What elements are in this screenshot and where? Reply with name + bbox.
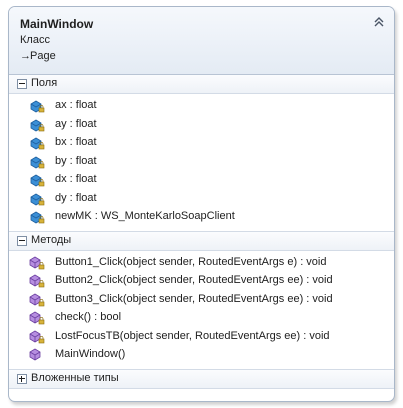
field-private-icon — [30, 156, 45, 168]
inheritance-arrow-icon: → — [20, 50, 31, 62]
field-item[interactable]: bx : float — [9, 134, 394, 153]
method-text: Button2_Click(object sender, RoutedEvent… — [55, 274, 333, 286]
method-text: check() : bool — [55, 311, 122, 323]
field-text: dy : float — [55, 191, 97, 204]
collapse-chevrons-icon[interactable] — [372, 15, 386, 29]
field-item[interactable]: dy : float — [9, 190, 394, 209]
collapse-toggle-icon[interactable] — [17, 235, 27, 246]
method-item[interactable]: Button3_Click(object sender, RoutedEvent… — [9, 291, 394, 310]
method-item[interactable]: LostFocusTB(object sender, RoutedEventAr… — [9, 328, 394, 347]
class-header[interactable]: MainWindow Класс →Page — [9, 7, 394, 75]
field-item[interactable]: dx : float — [9, 171, 394, 190]
method-private-icon — [29, 293, 45, 306]
field-item[interactable]: by : float — [9, 153, 394, 172]
expand-toggle-icon[interactable] — [17, 373, 27, 384]
field-item[interactable]: newMK : WS_MonteKarloSoapClient — [9, 208, 394, 227]
collapse-toggle-icon[interactable] — [17, 79, 27, 89]
method-text: LostFocusTB(object sender, RoutedEventAr… — [55, 329, 330, 342]
method-text: MainWindow() — [55, 348, 126, 360]
method-private-icon — [29, 274, 45, 288]
method-item[interactable]: Button2_Click(object sender, RoutedEvent… — [9, 272, 394, 291]
base-class-name: Page — [30, 50, 56, 62]
field-private-icon — [30, 100, 45, 113]
field-text: ax : float — [55, 99, 97, 111]
method-public-icon — [29, 348, 41, 361]
section-label: Поля — [31, 77, 58, 89]
method-text: Button1_Click(object sender, RoutedEvent… — [55, 255, 327, 268]
field-text: dx : float — [55, 173, 97, 185]
section-methods-header[interactable]: Методы — [9, 230, 394, 251]
method-text: Button3_Click(object sender, RoutedEvent… — [55, 292, 333, 305]
field-private-icon — [30, 174, 45, 187]
class-stereotype: Класс — [20, 34, 50, 46]
fields-list: ax : float ay : float bx : float — [9, 94, 394, 231]
section-label: Вложенные типы — [31, 371, 119, 384]
field-text: newMK : WS_MonteKarloSoapClient — [55, 210, 235, 222]
class-shape[interactable]: MainWindow Класс →Page Поля ax : float — [8, 6, 395, 402]
field-private-icon — [30, 137, 45, 150]
section-fields-header[interactable]: Поля — [9, 75, 394, 94]
field-item[interactable]: ax : float — [9, 97, 394, 116]
field-text: ay : float — [55, 117, 97, 130]
field-private-icon — [30, 119, 45, 131]
field-private-icon — [30, 193, 45, 205]
field-text: bx : float — [55, 136, 97, 148]
method-private-icon — [29, 311, 45, 325]
method-item[interactable]: MainWindow() — [9, 346, 394, 365]
field-private-icon — [30, 211, 45, 224]
field-text: by : float — [55, 154, 97, 167]
method-private-icon — [29, 330, 45, 343]
methods-list: Button1_Click(object sender, RoutedEvent… — [9, 251, 394, 369]
method-private-icon — [29, 256, 45, 269]
field-item[interactable]: ay : float — [9, 116, 394, 135]
section-nested-types-header[interactable]: Вложенные типы — [9, 368, 394, 389]
method-item[interactable]: check() : bool — [9, 309, 394, 328]
method-item[interactable]: Button1_Click(object sender, RoutedEvent… — [9, 254, 394, 273]
base-class: →Page — [20, 50, 56, 62]
class-name: MainWindow — [20, 17, 94, 31]
section-label: Методы — [31, 233, 72, 246]
